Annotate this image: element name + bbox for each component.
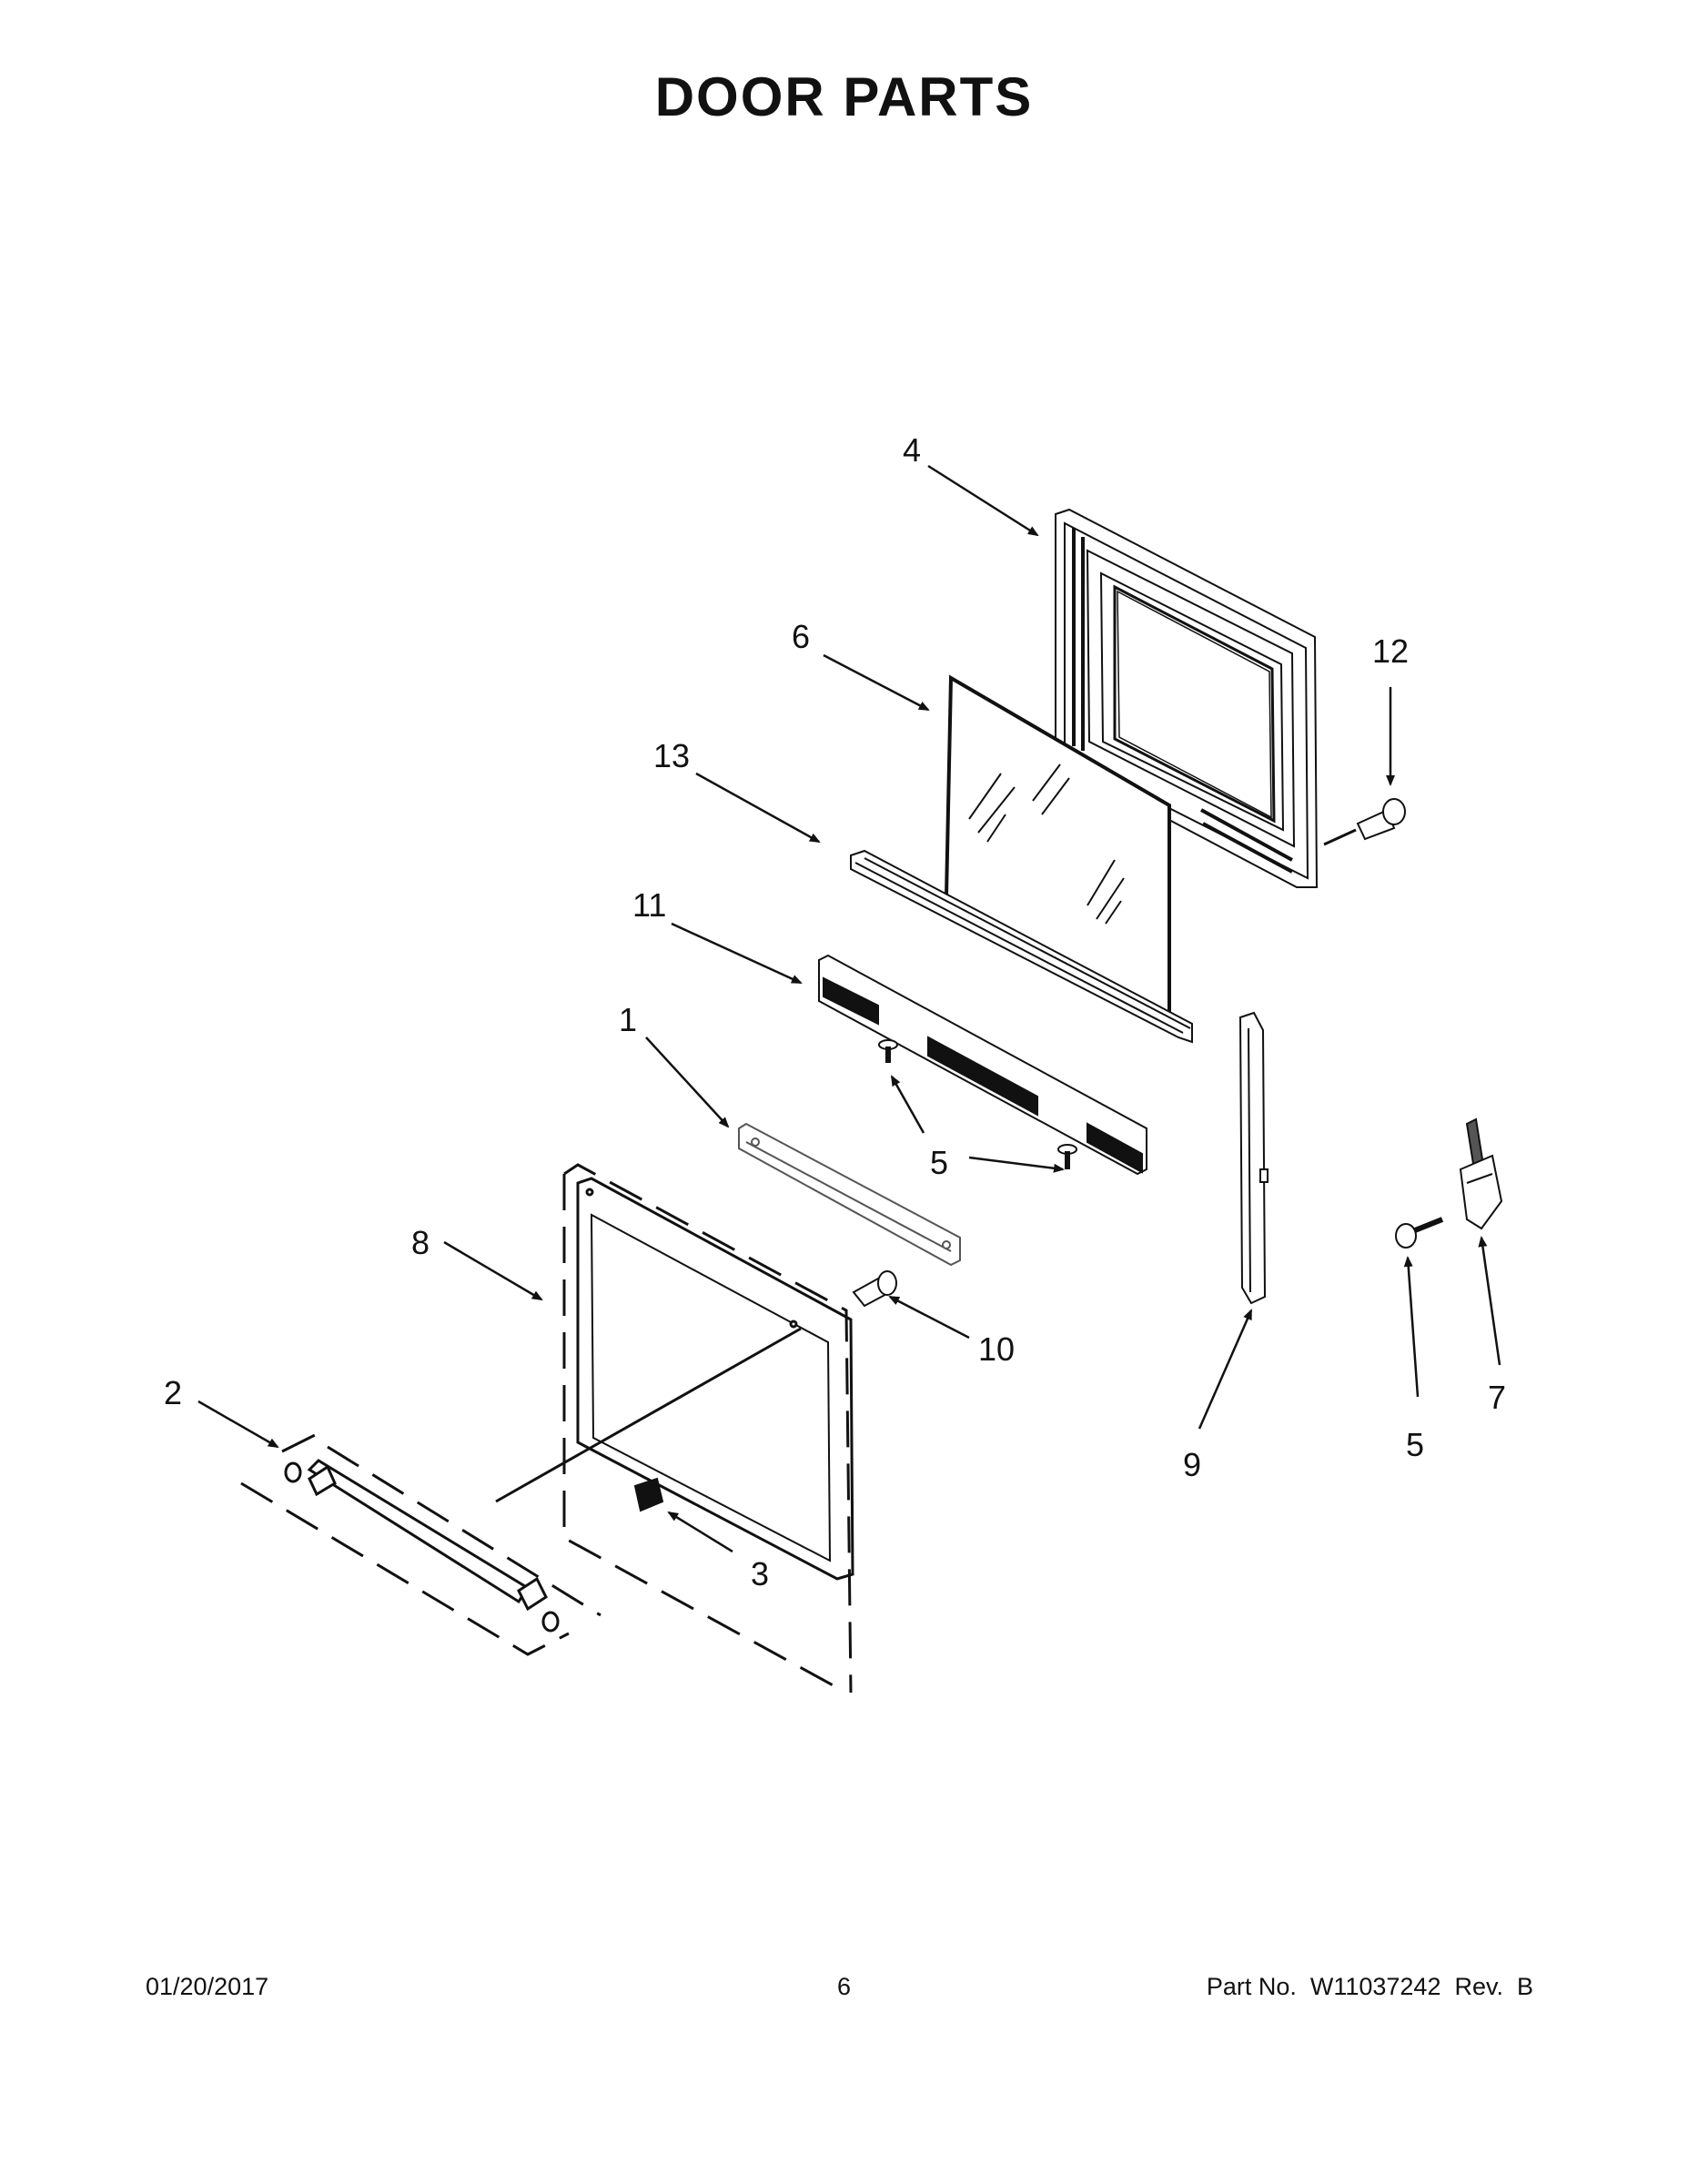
shoulder-screw-part — [852, 1270, 897, 1308]
side-channel-part — [1238, 1011, 1269, 1305]
callout-1: 1 — [619, 1001, 637, 1038]
handle-trim-part — [738, 1122, 961, 1267]
callout-7: 7 — [1488, 1379, 1506, 1416]
callout-5-bracket: 5 — [930, 1144, 948, 1181]
callout-2: 2 — [164, 1374, 182, 1411]
footer-date: 01/20/2017 — [146, 1973, 269, 2000]
callout-3: 3 — [751, 1555, 769, 1592]
callout-5-hinge-screw: 5 — [1406, 1426, 1424, 1463]
hinge-screw-part — [1395, 1217, 1444, 1249]
footer-page-number: 6 — [836, 1973, 852, 2000]
handle-part — [284, 1459, 560, 1633]
callout-4: 4 — [903, 431, 921, 469]
callout-6: 6 — [792, 618, 810, 655]
screw-12-part — [1323, 798, 1406, 846]
page-title: DOOR PARTS — [654, 66, 1034, 127]
callout-13: 13 — [653, 737, 690, 774]
footer-part-number: Part No. W11037242 Rev. B — [1206, 1973, 1533, 2000]
callout-10: 10 — [978, 1330, 1015, 1368]
upper-trim-part — [850, 849, 1193, 1044]
hinge-part — [1459, 1117, 1503, 1230]
callout-9: 9 — [1183, 1446, 1201, 1483]
assembly-line — [495, 1327, 802, 1503]
callout-12: 12 — [1372, 632, 1409, 670]
badge-part — [633, 1477, 664, 1512]
callout-8: 8 — [411, 1224, 430, 1261]
door-group-outline — [562, 1163, 853, 1694]
screw-part — [878, 1039, 1077, 1169]
callout-11: 11 — [632, 886, 666, 924]
handle-group-outline — [240, 1431, 601, 1656]
vent-bracket-part — [818, 954, 1147, 1176]
leader-arrows — [197, 464, 1501, 1553]
